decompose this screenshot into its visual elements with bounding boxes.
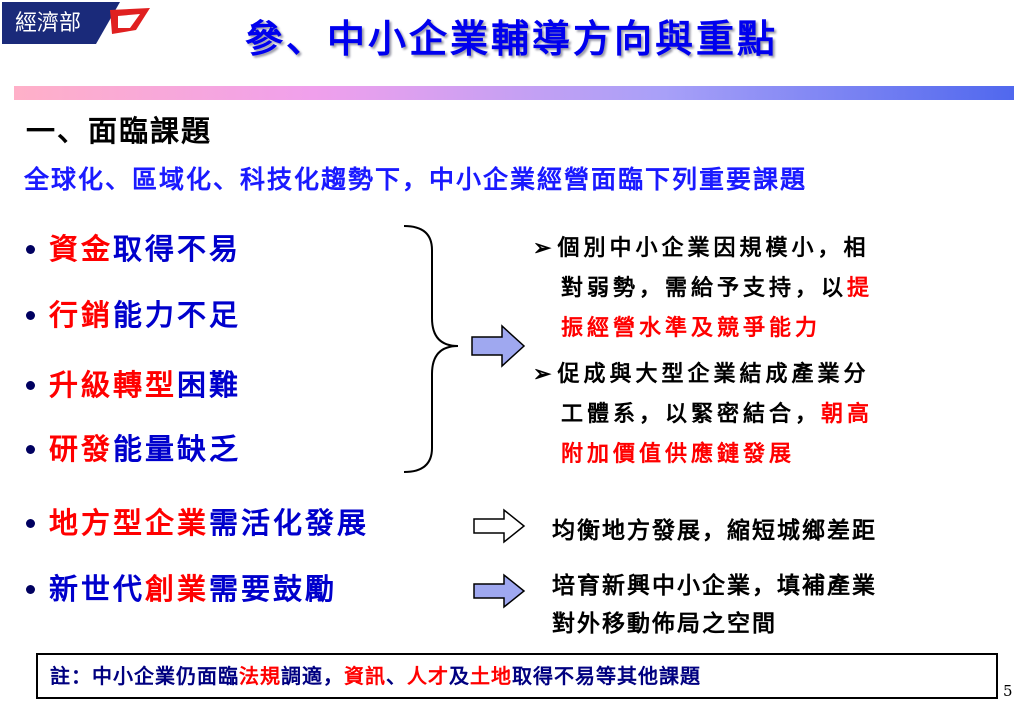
result-text-2: 培育新興中小企業，填補產業 對外移動佈局之空間: [552, 566, 877, 638]
footnote-text: 人才: [407, 664, 449, 688]
issue-text: 能力不足: [113, 298, 242, 332]
footnote-text: 調適，: [281, 664, 344, 688]
footnote-text: 、: [386, 664, 407, 688]
policy-note-2: ➢促成與大型企業結成產業分 工體系，以緊密結合，朝高 附加價值供應鏈發展: [533, 354, 973, 474]
issue-text: 創業: [145, 572, 210, 606]
issue-item: 研發能量缺乏: [26, 426, 241, 468]
footnote-text: 資訊: [344, 664, 386, 688]
result-line: 培育新興中小企業，填補產業: [552, 572, 877, 599]
result-text-1: 均衡地方發展，縮短城鄉差距: [552, 517, 877, 544]
arrow-right-icon: [471, 324, 526, 368]
logo-text: 經濟部: [14, 11, 81, 36]
note-highlight: 振經營水準及競爭能力: [561, 315, 822, 341]
issue-text: 需活化發展: [209, 506, 370, 540]
logo-emblem-icon: [2, 2, 150, 44]
issue-text: 地方型企業: [49, 506, 210, 540]
note-highlight: 附加價值供應鏈發展: [561, 441, 796, 467]
bullet-dot-icon: [26, 310, 35, 320]
issue-text: 新世代: [49, 572, 146, 606]
issue-text: 需要鼓勵: [209, 572, 338, 606]
note-line: 工體系，以緊密結合，: [561, 401, 822, 427]
issue-item: 升級轉型困難: [26, 362, 241, 404]
result-line: 對外移動佈局之空間: [552, 610, 777, 637]
bullet-dot-icon: [26, 244, 35, 254]
issue-item: 地方型企業需活化發展: [26, 500, 369, 542]
note-line: 個別中小企業因規模小，相: [557, 235, 870, 261]
issue-item: 行銷能力不足: [26, 292, 241, 334]
title-divider: [14, 86, 1014, 100]
issue-text: 行銷: [49, 298, 114, 332]
issue-text: 能量缺乏: [113, 432, 242, 466]
bullet-dot-icon: [26, 518, 35, 528]
issue-item: 新世代創業需要鼓勵: [26, 566, 337, 608]
note-line: 對弱勢，需給予支持，以: [561, 275, 848, 301]
pointer-icon: ➢: [533, 235, 556, 261]
note-line: 促成與大型企業結成產業分: [557, 361, 870, 387]
page-number: 5: [1003, 682, 1013, 700]
bullet-dot-icon: [26, 584, 35, 594]
issue-text: 研發: [49, 432, 114, 466]
footnote-text: 法規: [239, 664, 281, 688]
policy-note-1: ➢個別中小企業因規模小，相 對弱勢，需給予支持，以提 振經營水準及競爭能力: [533, 228, 973, 348]
issue-text: 困難: [177, 368, 242, 402]
issue-text: 取得不易: [113, 232, 242, 266]
note-highlight: 提: [847, 275, 874, 301]
section-heading: 一、面臨課題: [26, 114, 213, 148]
bullet-dot-icon: [26, 380, 35, 390]
arrow-right-icon: [473, 508, 526, 544]
arrow-right-icon: [473, 573, 526, 609]
footnote-text: 取得不易等其他課題: [512, 664, 701, 688]
ministry-logo: 經濟部: [0, 0, 160, 48]
issue-text: 升級轉型: [49, 368, 178, 402]
section-subtitle: 全球化、區域化、科技化趨勢下，中小企業經營面臨下列重要課題: [24, 165, 808, 194]
slide-title: 參、中小企業輔導方向與重點: [244, 16, 778, 61]
bullet-dot-icon: [26, 444, 35, 454]
footnote-text: 土地: [470, 664, 512, 688]
footnote-text: 註：中小企業仍面臨: [50, 664, 239, 688]
note-highlight: 朝高: [821, 401, 874, 427]
pointer-icon: ➢: [533, 361, 556, 387]
issue-item: 資金取得不易: [26, 226, 241, 268]
footnote-text: 及: [449, 664, 470, 688]
footnote-box: 註：中小企業仍面臨法規調適，資訊、人才及土地取得不易等其他課題: [36, 653, 998, 699]
right-brace-icon: [403, 225, 459, 473]
issue-text: 資金: [49, 232, 114, 266]
